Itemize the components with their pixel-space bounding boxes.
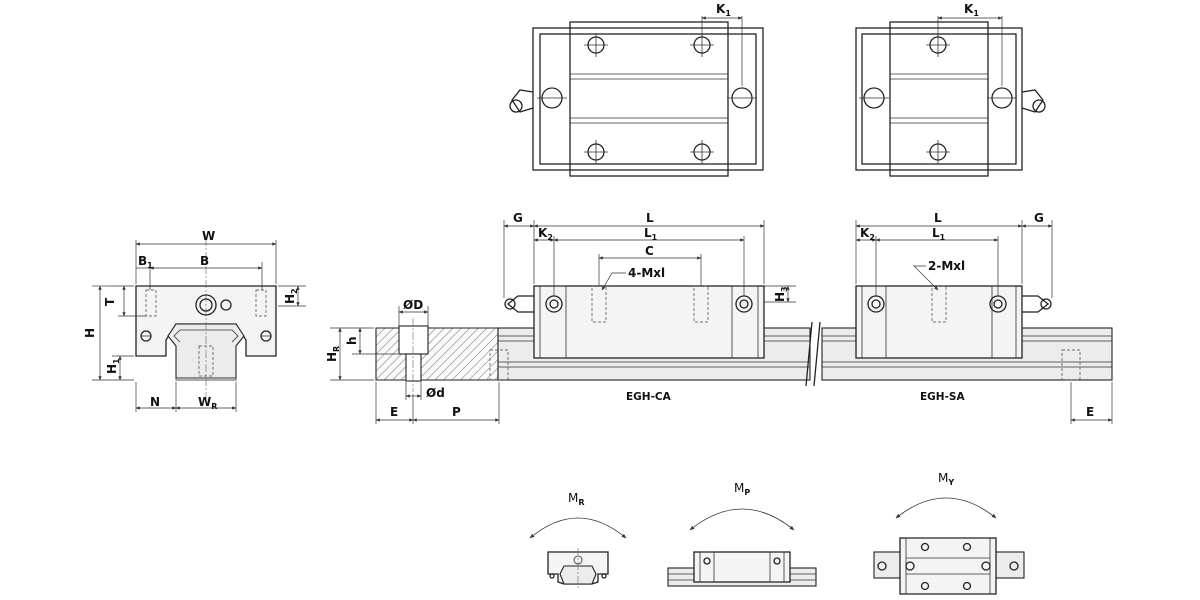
dim-c: C [645,244,654,258]
moment-mp: MP [667,481,817,587]
top-sa-holes [859,33,1017,164]
dim-h: H [83,328,97,338]
dim-l1-sa: L1 [932,226,946,242]
dim-k1-top-ca: K1 [716,2,731,18]
block-sa [855,285,1052,359]
block-ca [504,285,765,359]
dim-b1: B1 [138,254,153,270]
dim-od-small: Ød [426,386,445,400]
dim-hr: HR [325,346,341,362]
dim-h2: H2 [283,288,299,304]
caption-egh-sa: EGH-SA [920,391,965,403]
grease-nipple-icon [509,89,534,113]
top-view-sa: K1 [855,2,1046,177]
dim-t: T [103,297,117,306]
label-4-mxl: 4-Mxl [628,266,665,280]
grease-nipple-icon [1021,89,1046,113]
dim-g-ca: G [513,211,523,225]
dim-k1-top-sa: K1 [964,2,979,18]
dim-l1-ca: L1 [644,226,658,242]
moment-mr: MR [529,491,627,590]
dim-h1: H1 [105,358,121,374]
dim-e-right: E [1086,405,1094,419]
end-view: W B B1 T H H1 H2 N WR [83,229,306,412]
dim-g-sa: G [1034,211,1044,225]
dim-l-ca: L [646,211,654,225]
dim-k2-sa: K2 [860,226,875,242]
dim-n: N [150,395,160,409]
label-my: MY [938,471,954,487]
dim-h3: H3 [773,286,789,302]
dim-e-left: E [390,405,398,419]
caption-egh-ca: EGH-CA [626,391,672,403]
label-2-mxl: 2-Mxl [928,259,965,273]
dim-h-small: h [345,336,359,345]
top-ca-holes [537,33,757,164]
label-mr: MR [568,491,585,507]
side-view: G L K2 L1 C 4-Mxl H3 L G K2 L1 2-M [325,211,1113,424]
dim-od-large: ØD [403,298,423,312]
dim-l-sa: L [934,211,942,225]
dim-k2-ca: K2 [538,226,553,242]
label-mp: MP [734,481,750,497]
dim-wr: WR [198,395,217,411]
dim-p: P [452,405,461,419]
dim-w: W [202,229,215,243]
dim-b: B [200,254,209,268]
top-view-ca: K1 [509,2,764,177]
moment-my: MY [873,471,1025,595]
